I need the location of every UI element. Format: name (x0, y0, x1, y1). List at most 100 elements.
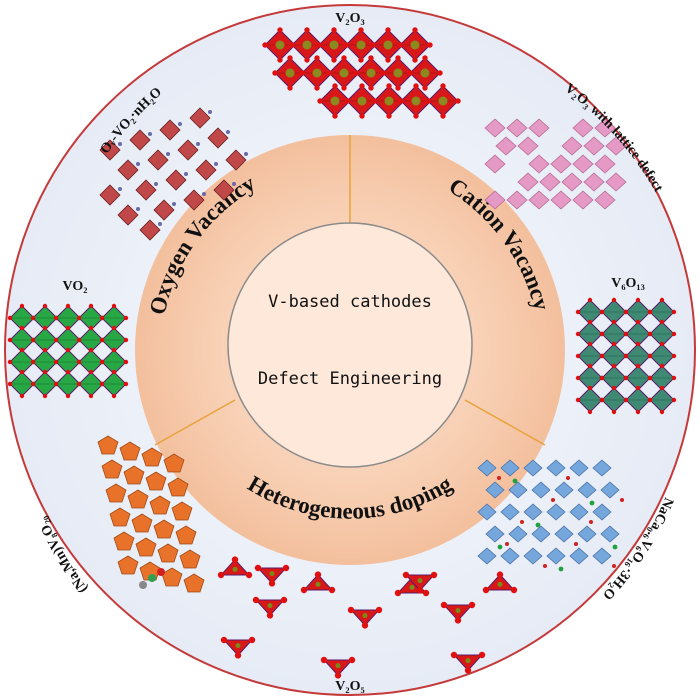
v-atom (497, 581, 503, 587)
o-atom (99, 381, 105, 387)
o-atom (334, 672, 342, 679)
o-atom (510, 586, 518, 594)
legend-atom-na (148, 574, 156, 582)
o-atom (99, 359, 105, 365)
o-atom (42, 369, 48, 375)
o-atom (599, 353, 605, 359)
v-atom (357, 96, 367, 106)
o-atom (123, 315, 129, 321)
o-atom (19, 347, 25, 353)
o-atom (395, 55, 401, 61)
o-atom (359, 113, 365, 119)
o-atom (371, 98, 377, 104)
o-atom (248, 636, 256, 644)
divider-right (464, 399, 546, 446)
o-atom (611, 409, 617, 415)
o-atom (368, 55, 374, 61)
polyhedron (561, 136, 583, 156)
o-atom (659, 319, 665, 325)
o-atom (111, 393, 117, 399)
ca-atom (535, 522, 541, 528)
polyhedron (508, 481, 528, 499)
o-atom (413, 113, 419, 119)
polyhedron (157, 543, 179, 563)
label-vo2: VO₂ (63, 279, 88, 294)
o-atom (332, 83, 338, 89)
polyhedron (117, 555, 139, 575)
o-atom (111, 303, 117, 309)
o-atom (437, 70, 443, 76)
polyhedron (572, 118, 594, 138)
octahedron (207, 127, 229, 149)
o-atom (272, 70, 278, 76)
polyhedron (149, 495, 171, 515)
o-atom (385, 27, 391, 33)
o-atom (647, 397, 653, 403)
polyhedron (583, 172, 605, 192)
polyhedron (550, 154, 572, 174)
o-atom (65, 393, 71, 399)
o-atom (234, 652, 242, 659)
o-atom (99, 337, 105, 343)
o-atom (76, 337, 82, 343)
polyhedron (572, 190, 594, 210)
o-atom (587, 297, 593, 303)
v-atom (335, 663, 341, 669)
v-atom (362, 613, 368, 619)
v-atom (315, 581, 321, 587)
o-atom (361, 622, 369, 629)
o-atom (42, 393, 48, 399)
o-atom (611, 319, 617, 325)
o-atom (331, 57, 337, 63)
o-atom (551, 498, 555, 502)
v-atom (438, 96, 448, 106)
h-atom (172, 202, 176, 206)
o-atom (505, 542, 509, 546)
polyhedron (594, 118, 616, 138)
o-atom (30, 359, 36, 365)
octahedron (165, 169, 187, 191)
v-atom (339, 68, 349, 78)
o-atom (623, 375, 629, 381)
o-atom (623, 353, 629, 359)
o-atom (245, 571, 253, 579)
o-atom (575, 397, 581, 403)
o-atom (671, 397, 677, 403)
ca-atom (589, 500, 595, 506)
octahedron (147, 149, 169, 171)
o-atom (7, 359, 13, 365)
o-atom (623, 397, 629, 403)
h-atom (232, 182, 236, 186)
h-atom (202, 192, 206, 196)
o-atom (440, 601, 448, 609)
o-atom (328, 586, 336, 594)
polyhedron (484, 154, 506, 174)
h-atom (118, 187, 122, 191)
o-atom (123, 381, 129, 387)
o-atom (88, 347, 94, 353)
v-atom (232, 566, 238, 572)
o-atom (347, 606, 355, 614)
h-atom (158, 222, 162, 226)
o-atom (612, 564, 616, 568)
o-atom (42, 347, 48, 353)
o-atom (440, 83, 446, 89)
o-atom (659, 297, 665, 303)
o-atom (7, 315, 13, 321)
o-atom (587, 363, 593, 369)
polyhedron (500, 503, 520, 521)
polyhedron (523, 459, 543, 477)
polyhedron (97, 435, 119, 455)
polyhedron (127, 489, 149, 509)
o-atom (496, 571, 504, 578)
polyhedron (528, 190, 550, 210)
h-atom (148, 132, 152, 136)
ca-atom (512, 478, 518, 484)
polyhedron (546, 459, 566, 477)
o-atom (348, 656, 356, 664)
polyhedron (485, 525, 505, 543)
octahedron (153, 199, 175, 221)
o-atom (65, 347, 71, 353)
o-atom (386, 113, 392, 119)
ca-atom (612, 544, 618, 550)
